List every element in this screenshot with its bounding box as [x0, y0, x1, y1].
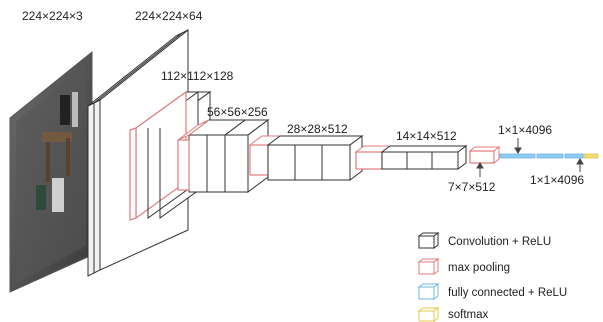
label-fc2-1x1x4096: 1×1×4096	[530, 173, 584, 187]
label-224x224x3: 224×224×3	[22, 9, 83, 23]
legend-item-fully-connected: fully connected + ReLU	[417, 283, 567, 300]
block-28	[248, 135, 364, 181]
legend-item-softmax: softmax	[417, 307, 489, 322]
fc-layers	[499, 153, 599, 159]
legend-label-softmax: softmax	[448, 309, 489, 321]
label-14x14x512: 14×14×512	[396, 129, 457, 143]
legend-label-convolution: Convolution + ReLU	[448, 236, 551, 248]
legend-label-max-pooling: max pooling	[448, 262, 510, 274]
label-224x224x64: 224×224×64	[135, 9, 203, 23]
legend-label-fully-connected: fully connected + ReLU	[448, 287, 567, 299]
label-7x7x512: 7×7×512	[448, 180, 496, 194]
label-28x28x512: 28×28×512	[287, 122, 348, 136]
legend: Convolution + ReLU max pooling fully con…	[417, 232, 567, 322]
label-fc1-1x1x4096: 1×1×4096	[498, 123, 552, 137]
block-14	[354, 145, 468, 170]
legend-item-max-pooling: max pooling	[417, 258, 510, 275]
legend-item-convolution: Convolution + ReLU	[417, 232, 551, 249]
pool-7	[468, 145, 501, 165]
label-56x56x256: 56×56×256	[207, 105, 268, 119]
label-112x112x128: 112×112×128	[161, 69, 234, 83]
pointer-arrows	[476, 138, 584, 177]
input-image	[9, 50, 93, 293]
